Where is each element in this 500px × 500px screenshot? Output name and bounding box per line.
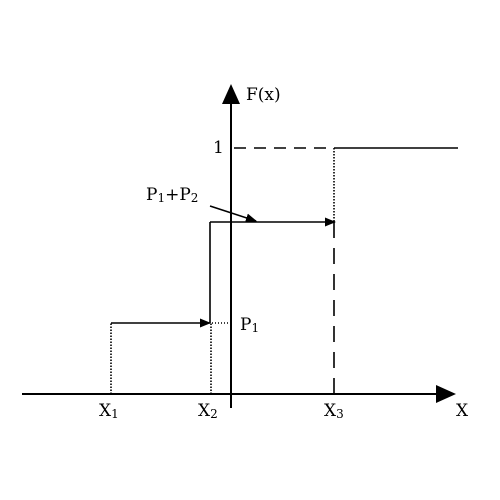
level-one-label: 1 — [213, 138, 224, 158]
y-axis-label: F(x) — [246, 85, 281, 105]
p12-pointer-line — [209, 205, 258, 223]
x-axis-label: X — [456, 401, 469, 421]
x1-tick-label: X1 — [99, 401, 119, 421]
p1-plus-p2-label: P1+P2 — [146, 185, 198, 205]
x-axis-arrowhead — [436, 385, 456, 403]
x3-tick-label: X3 — [324, 401, 344, 421]
x2-tick-label: X2 — [198, 401, 218, 421]
y-axis-arrowhead — [222, 84, 240, 104]
p1-label: P1 — [240, 315, 259, 335]
